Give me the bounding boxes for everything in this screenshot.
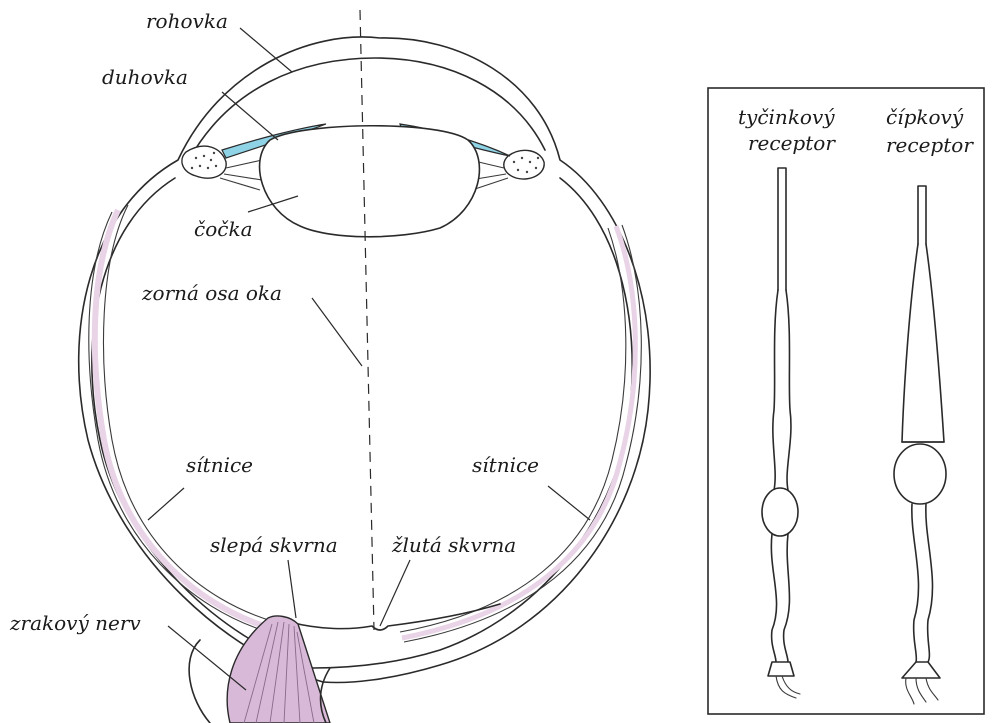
leader-yellow-spot [380, 560, 410, 626]
cone-inner-segment [902, 244, 944, 442]
ciliary-body-left [182, 146, 226, 178]
label-cone-line2: receptor [886, 133, 974, 157]
label-cone-line1: čípkový [886, 105, 964, 129]
label-rod-line1: tyčinkový [738, 105, 835, 129]
leader-optic-nerve [168, 626, 246, 690]
leader-retina-right [548, 486, 590, 520]
cone-axon [912, 504, 933, 662]
retina-line-left [89, 212, 268, 632]
label-blind-spot: slepá skvrna [210, 533, 338, 557]
retina-line-right [404, 225, 641, 642]
receptors-frame [708, 88, 984, 714]
label-lens: čočka [194, 217, 253, 241]
retina-tint-right [402, 226, 635, 638]
label-optic-nerve: zrakový nerv [9, 611, 141, 635]
label-retina-left: sítnice [186, 453, 253, 477]
label-iris: duhovka [102, 65, 188, 89]
cone-terminal [902, 662, 940, 678]
eye-cross-section: rohovka duhovka čočka zorná osa oka sítn… [9, 9, 650, 723]
retina-tint-left [95, 210, 270, 628]
sclera-inner [92, 178, 632, 668]
leader-iris [222, 92, 278, 140]
rod-axon [771, 534, 789, 662]
cone-nucleus [894, 444, 946, 504]
rod-fibers [776, 676, 800, 698]
cone-fibers [906, 678, 938, 704]
rod-body [773, 290, 791, 490]
rod-nucleus [762, 488, 798, 536]
rod-receptor [762, 168, 800, 698]
retina-layer-right [400, 228, 626, 632]
cone-receptor [894, 186, 946, 704]
rod-outer-segment [778, 168, 786, 290]
label-cornea: rohovka [146, 9, 228, 33]
label-visual-axis: zorná osa oka [141, 281, 282, 305]
visual-axis-line [360, 10, 374, 630]
retina-layer-left [104, 205, 275, 622]
receptors-panel: tyčinkový receptor čípkový receptor [708, 88, 984, 714]
ciliary-body-right [504, 150, 544, 179]
lens [260, 126, 480, 237]
cone-outer-segment [918, 186, 926, 244]
label-yellow-spot: žlutá skvrna [391, 533, 516, 557]
label-retina-right: sítnice [472, 453, 539, 477]
leader-cornea [240, 28, 292, 72]
fundus-line [290, 604, 500, 630]
leader-retina-left [148, 488, 184, 520]
leader-visual-axis [312, 298, 362, 366]
label-rod-line2: receptor [748, 131, 836, 155]
optic-nerve [227, 616, 330, 723]
leader-blind-spot [288, 560, 296, 618]
rod-terminal [768, 662, 794, 676]
